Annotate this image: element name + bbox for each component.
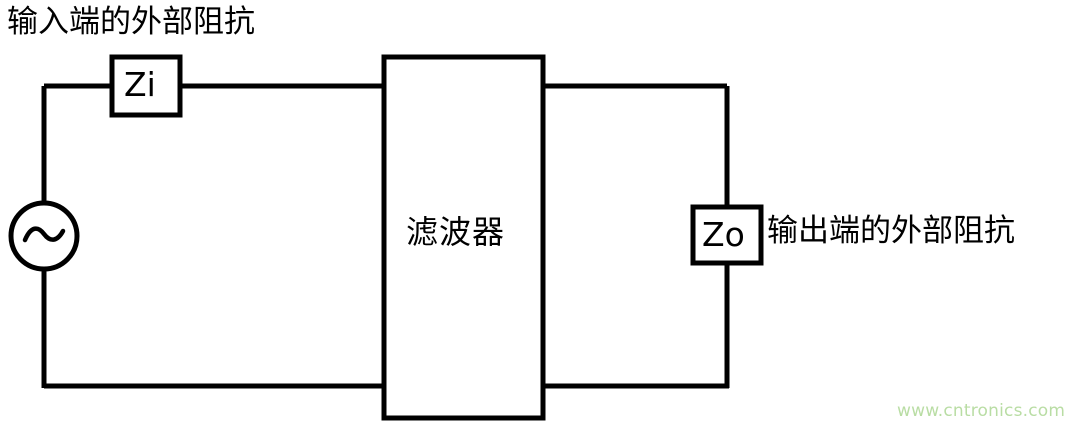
site-watermark: www.cntronics.com — [897, 401, 1066, 421]
output-impedance-caption: 输出端的外部阻抗 — [767, 213, 1015, 249]
wire-group — [41, 83, 730, 389]
filter-block-label: 滤波器 — [406, 213, 506, 251]
ac-source-symbol — [8, 200, 80, 272]
sine-wave-icon — [22, 226, 66, 243]
filter-block — [381, 54, 546, 421]
output-impedance-label: Zo — [702, 215, 745, 254]
input-impedance-title: 输入端的外部阻抗 — [7, 4, 255, 40]
output-impedance-box — [690, 204, 764, 266]
input-impedance-label: Zi — [124, 65, 156, 104]
input-impedance-box — [109, 54, 183, 118]
